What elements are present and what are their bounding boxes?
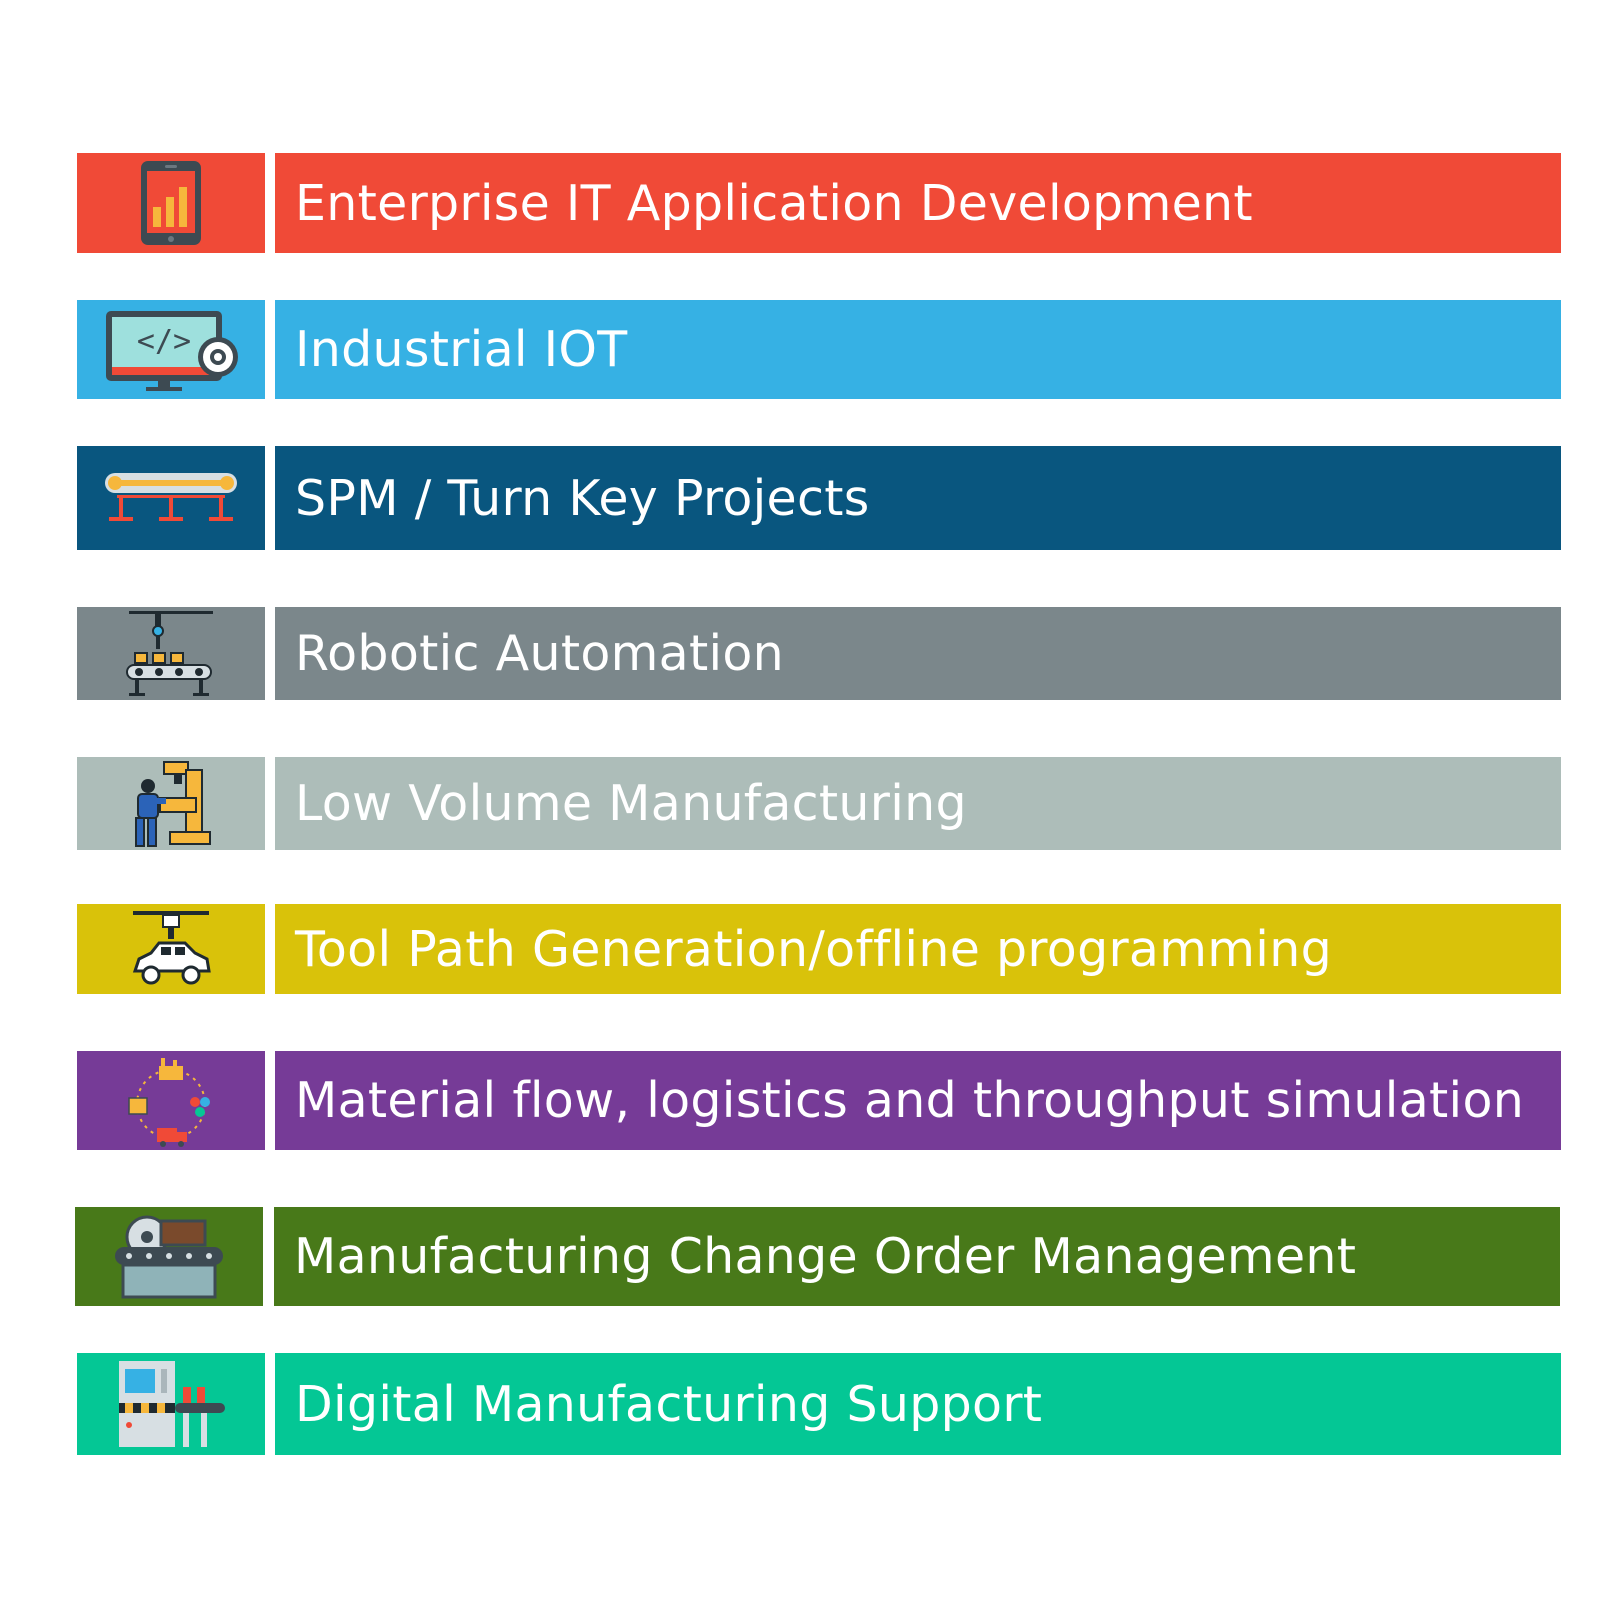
label-band: Tool Path Generation/offline programming — [275, 904, 1561, 994]
label-band: Industrial IOT — [275, 300, 1561, 399]
tablet-chart-icon — [139, 159, 203, 247]
service-row-industrial-iot: </> Industrial IOT — [0, 300, 1600, 399]
service-label: Material flow, logistics and throughput … — [295, 1072, 1525, 1129]
service-label: Low Volume Manufacturing — [295, 775, 967, 832]
icon-tile — [77, 153, 265, 253]
car-assembly-icon — [129, 909, 213, 989]
service-label: SPM / Turn Key Projects — [295, 469, 870, 527]
icon-tile — [77, 904, 265, 994]
service-label: Digital Manufacturing Support — [295, 1375, 1043, 1433]
service-label: Manufacturing Change Order Management — [294, 1228, 1357, 1285]
service-row-digital-manufacturing: Digital Manufacturing Support — [0, 1353, 1600, 1455]
service-label: Robotic Automation — [295, 625, 785, 682]
icon-tile — [77, 1051, 265, 1150]
service-label: Industrial IOT — [295, 321, 628, 378]
icon-tile — [77, 607, 265, 700]
service-row-low-volume-manufacturing: Low Volume Manufacturing — [0, 757, 1600, 850]
conveyor-belt-icon — [101, 471, 241, 525]
worker-machine-icon — [130, 760, 212, 848]
service-row-robotic-automation: Robotic Automation — [0, 607, 1600, 700]
code-monitor-gear-icon: </> — [96, 305, 246, 395]
label-band: SPM / Turn Key Projects — [275, 446, 1561, 550]
label-band: Digital Manufacturing Support — [275, 1353, 1561, 1455]
service-row-material-flow: Material flow, logistics and throughput … — [0, 1051, 1600, 1150]
service-row-spm: SPM / Turn Key Projects — [0, 446, 1600, 550]
label-band: Enterprise IT Application Development — [275, 153, 1561, 253]
robotic-arm-conveyor-icon — [125, 609, 217, 699]
icon-tile — [77, 446, 265, 550]
label-band: Low Volume Manufacturing — [275, 757, 1561, 850]
label-band: Robotic Automation — [275, 607, 1561, 700]
service-label: Tool Path Generation/offline programming — [295, 920, 1332, 978]
icon-tile — [77, 1353, 265, 1455]
saw-conveyor-icon — [113, 1215, 225, 1299]
service-row-enterprise-it: Enterprise IT Application Development — [0, 153, 1600, 253]
logistics-cycle-icon — [121, 1054, 221, 1148]
icon-tile — [75, 1207, 263, 1306]
svg-text:</>: </> — [137, 324, 191, 359]
icon-tile — [77, 757, 265, 850]
service-label: Enterprise IT Application Development — [295, 174, 1253, 232]
service-row-change-order: Manufacturing Change Order Management — [0, 1207, 1600, 1306]
machine-conveyor-icon — [115, 1359, 227, 1449]
label-band: Material flow, logistics and throughput … — [275, 1051, 1561, 1150]
icon-tile: </> — [77, 300, 265, 399]
service-row-tool-path: Tool Path Generation/offline programming — [0, 904, 1600, 994]
label-band: Manufacturing Change Order Management — [274, 1207, 1560, 1306]
